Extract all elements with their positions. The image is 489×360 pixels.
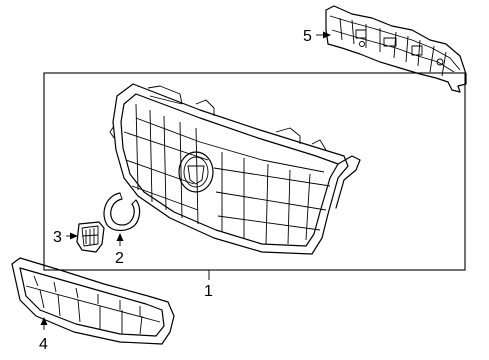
leader-2 <box>116 233 124 246</box>
leader-5 <box>316 31 331 39</box>
callout-5: 5 <box>303 28 312 45</box>
leader-4 <box>40 317 48 330</box>
emblem-ring-part[interactable] <box>103 192 141 232</box>
leader-3 <box>66 232 78 240</box>
callout-2: 2 <box>115 250 124 267</box>
callout-1: 1 <box>204 283 213 300</box>
callout-4: 4 <box>39 336 48 353</box>
grille-bracket-part[interactable] <box>325 5 467 93</box>
grille-part[interactable] <box>109 83 361 255</box>
lower-grille-part[interactable] <box>11 257 175 345</box>
emblem-part[interactable] <box>76 221 105 253</box>
assembly-group-box <box>43 72 466 271</box>
callout-3: 3 <box>53 229 62 246</box>
